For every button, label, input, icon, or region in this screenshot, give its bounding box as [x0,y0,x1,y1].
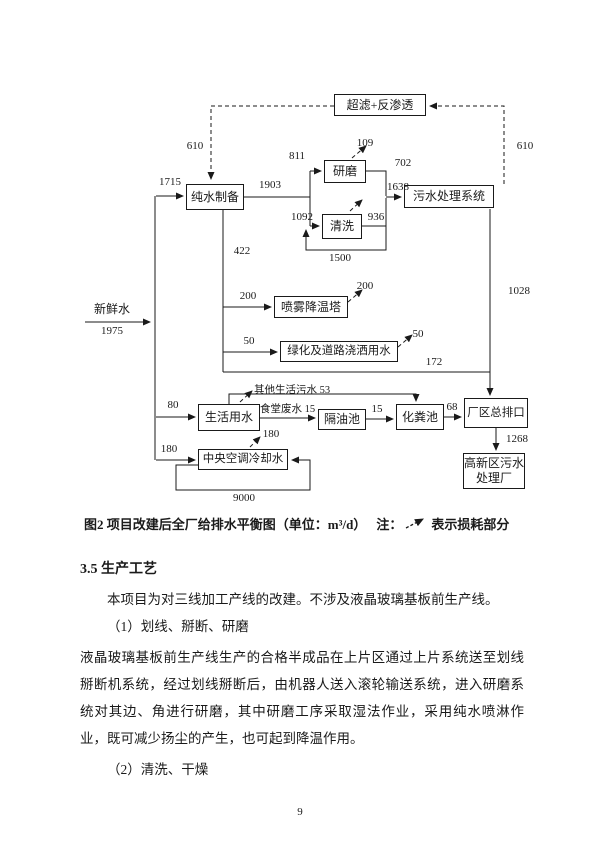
figure-caption-title: 图2 项目改建后全厂给排水平衡图（单位：m³/d） [84,517,367,532]
value-septic-out: 68 [446,401,458,413]
value-grinding-out: 702 [394,157,412,169]
figure-caption-note-prefix: 注： [376,517,403,532]
value-to-pure-water: 1715 [159,176,181,188]
value-recycle-left: 610 [186,140,204,152]
box-ac-cooling: 中央空调冷却水 [198,449,288,470]
dashed-arrow-icon [406,518,425,529]
value-fresh-water: 1975 [101,325,123,337]
solid-flow-lines [85,167,500,491]
box-main-outlet: 厂区总排口 [464,398,528,428]
figure-caption-note-suffix: 表示损耗部分 [431,517,510,532]
body-text: 3.5 生产工艺 本项目为对三线加工产线的改建。不涉及液晶玻璃基板前生产线。 （… [80,556,524,783]
paragraph-4: （2）清洗、干燥 [107,762,209,777]
flow-lines [85,102,505,491]
section-heading: 3.5 生产工艺 [80,562,157,577]
value-recycle-right: 610 [516,140,534,152]
water-balance-diagram: 超滤+反渗透 纯水制备 研磨 清洗 污水处理系统 喷雾降温塔 绿化及道路浇洒用水… [85,94,534,504]
loss-flow-lines [207,102,505,448]
box-sewage-system: 污水处理系统 [404,185,494,208]
box-pure-water: 纯水制备 [186,184,244,210]
box-oil-separator: 隔油池 [318,409,366,430]
label-other-domestic: 其他生活污水 53 [254,385,331,396]
value-to-grinding: 811 [288,150,306,162]
box-septic-tank: 化粪池 [396,404,444,430]
value-to-domestic: 80 [167,399,179,411]
value-to-spray: 200 [239,290,257,302]
value-ac-circulation: 9000 [233,492,255,504]
label-canteen: 食堂废水 15 [260,404,316,415]
paragraph-3: 液晶玻璃基板前生产线生产的合格半成品在上片区通过上片系统送至划线掰断机系统，经过… [80,650,524,746]
box-grinding: 研磨 [324,160,366,183]
box-spray-tower: 喷雾降温塔 [274,296,348,318]
value-sewage-out: 1028 [508,285,530,297]
value-greening-loss: 50 [412,328,424,340]
value-outlet-out: 1268 [506,433,528,445]
figure-caption: 图2 项目改建后全厂给排水平衡图（单位：m³/d） 注： 表示损耗部分 [84,514,564,533]
value-grinding-loss: 109 [356,137,374,149]
value-pure-down: 422 [233,245,251,257]
value-cleaning-recycle: 1500 [329,252,351,264]
paragraph-2: （1）划线、掰断、研磨 [107,619,249,634]
value-cleaning-out: 936 [367,211,385,223]
value-pure-out: 1903 [259,179,281,191]
value-spray-loss: 200 [356,280,374,292]
value-to-cleaning: 1092 [291,211,313,223]
value-to-sewage: 1638 [387,181,409,193]
page-number: 9 [297,806,303,818]
box-domestic-water: 生活用水 [198,404,260,431]
value-ac-loss: 180 [262,428,280,440]
paragraph-1: 本项目为对三线加工产线的改建。不涉及液晶玻璃基板前生产线。 [107,592,499,607]
label-fresh-water: 新鲜水 [93,302,130,316]
value-to-greening: 50 [243,335,255,347]
box-hitech-plant: 高新区污水处理厂 [463,453,525,489]
value-to-outlet-direct: 172 [425,356,443,368]
box-greening: 绿化及道路浇洒用水 [280,341,398,362]
box-uf-ro: 超滤+反渗透 [334,94,426,116]
box-cleaning: 清洗 [322,214,362,239]
value-oil-out: 15 [371,403,383,415]
value-to-ac: 180 [160,443,178,455]
